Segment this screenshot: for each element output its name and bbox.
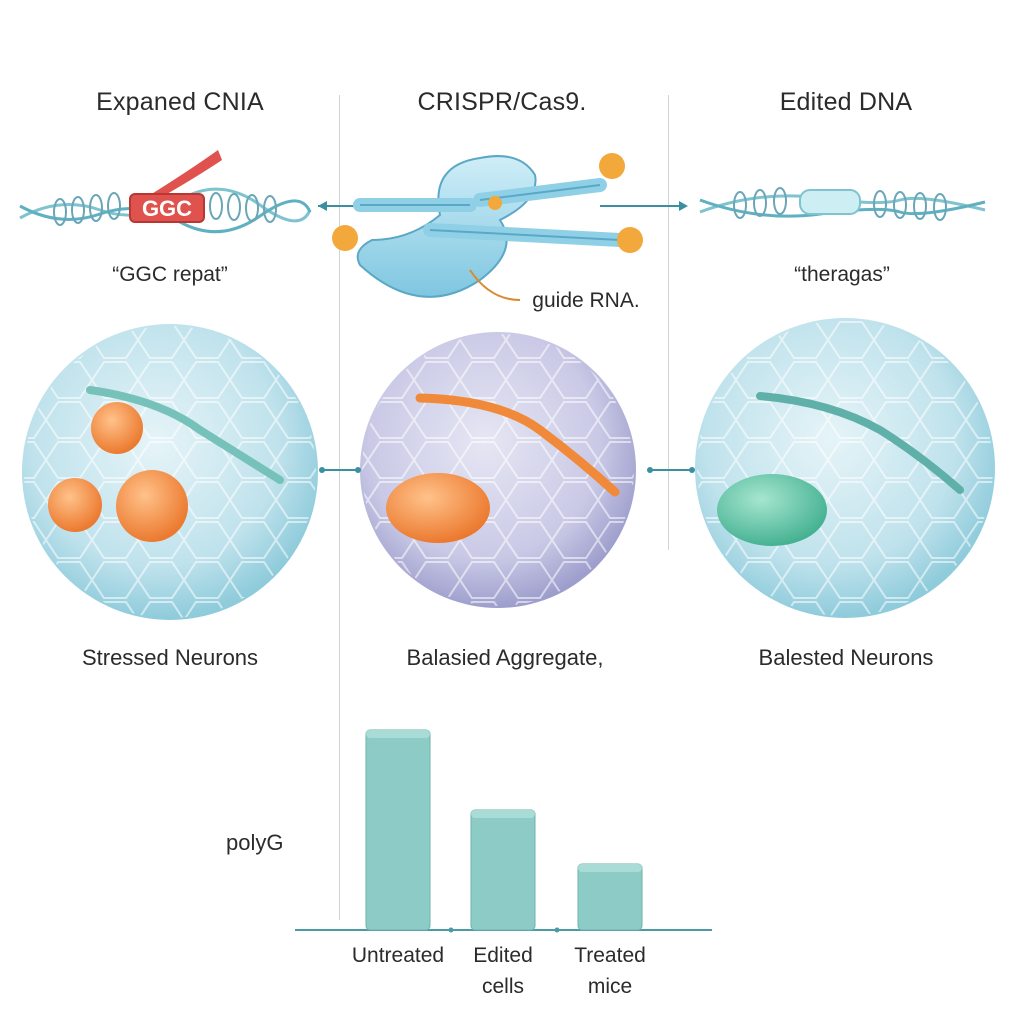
cas9-protein <box>332 153 643 301</box>
caption-theragas: “theragas” <box>794 263 890 286</box>
category-label: Untreated <box>343 940 453 971</box>
category-label: Treated mice <box>555 940 665 1002</box>
edited-dna-helix <box>699 187 986 221</box>
bar-highlight <box>471 810 535 818</box>
polyg-bar-chart <box>295 729 712 933</box>
bar-untreated <box>365 729 431 931</box>
repeat-tag-text: GGC <box>142 196 192 221</box>
label-balanced-neurons: Balested Neurons <box>758 645 934 670</box>
cell-stressed <box>22 324 318 620</box>
axis-tick <box>554 927 560 933</box>
cell-connector-left <box>319 467 361 473</box>
cell-balanced <box>695 318 995 618</box>
category-label-line: cells <box>481 975 524 998</box>
category-label-line: mice <box>587 975 633 998</box>
ggc-repeat-tag: GGC <box>129 193 205 223</box>
category-label-line: Untreated <box>351 944 445 967</box>
chart-ylabel: polyG <box>226 830 284 855</box>
arrow-right-top <box>600 201 688 211</box>
bar-highlight <box>366 730 430 738</box>
cell-connector-right <box>647 467 695 473</box>
axis-tick <box>448 927 454 933</box>
guide-rna-strand <box>469 269 521 301</box>
bar-highlight <box>578 864 642 872</box>
divider-right <box>668 95 669 550</box>
caption-guide-rna: guide RNA. <box>532 289 640 312</box>
cell-aggregate <box>360 332 636 608</box>
bar-edited-cells <box>470 809 536 931</box>
caption-ggc-repeat: “GGC repat” <box>112 263 228 286</box>
label-aggregate: Balasied Aggregate, <box>406 645 604 670</box>
category-label-line: Treated <box>574 944 646 967</box>
column-title-expanded: Expaned CNIA <box>96 88 264 116</box>
category-label-line: Edited <box>473 944 533 967</box>
column-title-edited: Edited DNA <box>779 88 913 116</box>
label-stressed-neurons: Stressed Neurons <box>81 645 259 670</box>
category-label: Edited cells <box>448 940 558 1002</box>
divider-left <box>339 95 340 920</box>
bar-treated-mice <box>577 863 643 931</box>
column-title-crispr: CRISPR/Cas9. <box>417 88 587 116</box>
